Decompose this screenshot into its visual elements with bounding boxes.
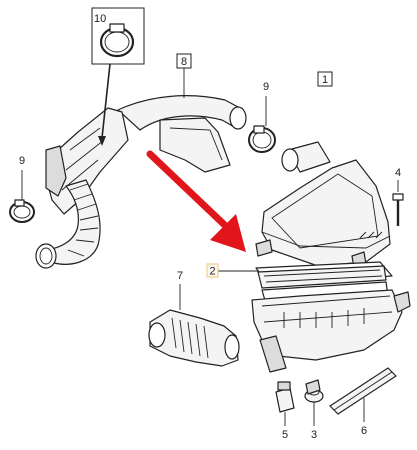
svg-text:8: 8 <box>181 56 187 68</box>
label-7: 7 <box>177 270 183 282</box>
label-9-right: 9 <box>263 81 269 93</box>
label-4: 4 <box>395 167 401 179</box>
label-5: 5 <box>282 429 288 441</box>
svg-text:9: 9 <box>19 155 25 167</box>
label-10: 10 <box>94 13 106 25</box>
bolt-4 <box>392 193 404 226</box>
label-1: 1 <box>317 71 333 87</box>
housing-cover <box>255 159 391 269</box>
svg-text:6: 6 <box>361 425 367 437</box>
svg-text:3: 3 <box>311 429 317 441</box>
highlight-arrow <box>146 150 246 252</box>
svg-text:9: 9 <box>263 81 269 93</box>
svg-text:7: 7 <box>177 270 183 282</box>
clamp-9-right-illustration <box>248 125 276 153</box>
clamp-10-illustration <box>91 7 145 65</box>
label-2: 2 <box>206 263 219 278</box>
label-3: 3 <box>311 429 317 441</box>
svg-text:4: 4 <box>395 167 401 179</box>
inlet-duct-7 <box>148 309 240 367</box>
clamp-9-left-illustration <box>9 199 35 223</box>
label-6: 6 <box>361 425 367 437</box>
svg-text:10: 10 <box>94 13 106 25</box>
svg-text:1: 1 <box>322 74 328 86</box>
svg-text:2: 2 <box>209 266 215 278</box>
grommet-5 <box>275 381 295 413</box>
outlet-pipe <box>281 141 331 173</box>
label-9-left: 9 <box>19 155 25 167</box>
housing-lower <box>251 289 411 373</box>
svg-text:5: 5 <box>282 429 288 441</box>
mount-3 <box>304 379 324 403</box>
sealing-strip-6 <box>329 367 397 415</box>
label-8: 8 <box>176 53 192 69</box>
intake-hose-assembly <box>35 95 247 269</box>
